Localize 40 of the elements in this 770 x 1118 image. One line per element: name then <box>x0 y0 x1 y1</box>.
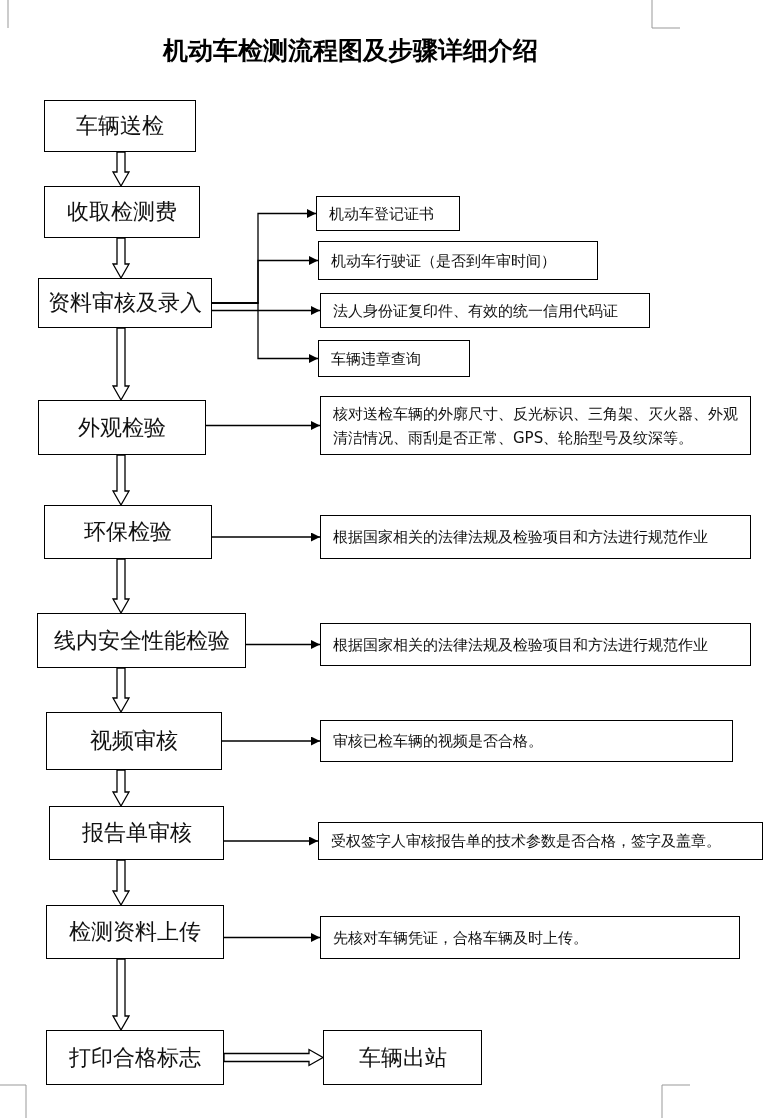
title: 机动车检测流程图及步骤详细介绍 <box>161 35 539 67</box>
arrow <box>211 306 321 315</box>
block-arrow <box>111 151 131 188</box>
note-box: 机动车行驶证（是否到年审时间） <box>318 241 598 280</box>
block-arrow <box>111 859 131 907</box>
arrow <box>205 421 321 430</box>
process-box: 车辆出站 <box>323 1030 482 1085</box>
process-box: 线内安全性能检验 <box>37 613 246 668</box>
process-box: 收取检测费 <box>44 186 200 238</box>
note-box: 根据国家相关的法律法规及检验项目和方法进行规范作业 <box>320 515 751 559</box>
note-box: 法人身份证复印件、有效的统一信用代码证 <box>320 293 650 328</box>
arrow <box>221 736 321 746</box>
arrow <box>223 836 319 846</box>
block-arrow <box>111 558 131 615</box>
arrow <box>245 640 321 649</box>
note-box: 审核已检车辆的视频是否合格。 <box>320 720 733 762</box>
process-box: 车辆送检 <box>44 100 196 152</box>
note-box: 机动车登记证书 <box>316 196 460 231</box>
block-arrow <box>223 1048 325 1067</box>
block-arrow <box>111 454 131 507</box>
note-box: 受权签字人审核报告单的技术参数是否合格，签字及盖章。 <box>318 822 763 860</box>
block-arrow <box>111 769 131 808</box>
process-box: 外观检验 <box>38 400 206 455</box>
process-box: 打印合格标志 <box>46 1030 224 1085</box>
process-box: 视频审核 <box>46 712 222 770</box>
block-arrow <box>111 327 131 402</box>
block-arrow <box>111 667 131 714</box>
process-box: 环保检验 <box>44 505 212 559</box>
block-arrow <box>111 958 131 1032</box>
process-box: 检测资料上传 <box>46 905 224 959</box>
note-box: 车辆违章查询 <box>318 340 470 377</box>
process-box: 报告单审核 <box>49 806 224 860</box>
note-box: 核对送检车辆的外廓尺寸、反光标识、三角架、灭火器、外观清洁情况、雨刮是否正常、GPS、轮胎型号及纹深等。 <box>320 396 751 455</box>
arrow <box>223 933 321 942</box>
block-arrow <box>111 237 131 280</box>
process-box: 资料审核及录入 <box>38 278 212 328</box>
note-box: 根据国家相关的法律法规及检验项目和方法进行规范作业 <box>320 623 751 666</box>
note-box: 先核对车辆凭证，合格车辆及时上传。 <box>320 916 740 959</box>
arrow <box>211 302 319 363</box>
arrow <box>211 532 321 542</box>
